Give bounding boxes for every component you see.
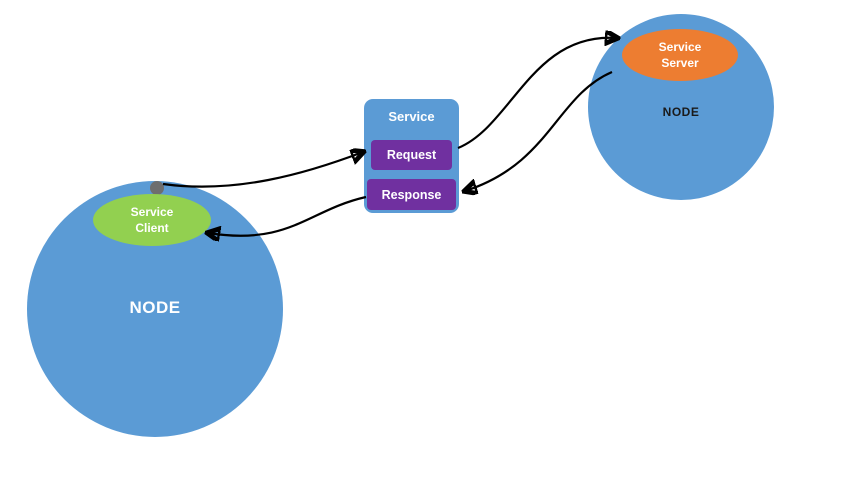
service-client-label-line1: Service bbox=[130, 204, 174, 219]
right-node-label: NODE bbox=[662, 105, 700, 119]
request-label: Request bbox=[386, 148, 437, 162]
service-client-ellipse: Service Client bbox=[93, 194, 211, 246]
service-server-label-line1: Service bbox=[658, 39, 702, 54]
service-server-label-line2: Server bbox=[661, 56, 699, 70]
service-server-ellipse: Service Server bbox=[622, 29, 738, 81]
left-node-label: NODE bbox=[129, 298, 181, 317]
arrow-client-to-request bbox=[162, 152, 363, 188]
service-client-label-line2: Client bbox=[135, 221, 169, 235]
request-box: Request bbox=[371, 140, 452, 170]
client-anchor-dot bbox=[150, 181, 164, 195]
response-box: Response bbox=[367, 179, 456, 210]
service-box: Service Request Response bbox=[364, 99, 459, 213]
response-label: Response bbox=[381, 187, 442, 202]
service-box-title: Service bbox=[388, 109, 435, 124]
